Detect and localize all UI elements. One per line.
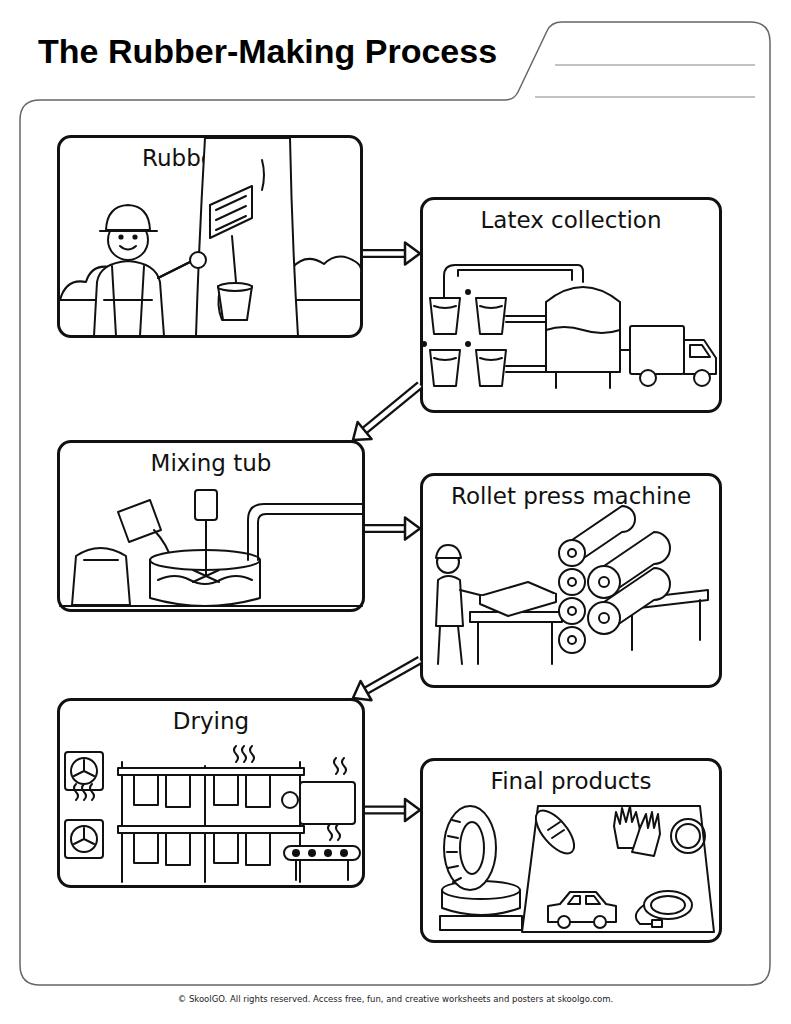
process-step-box: Drying — [57, 698, 365, 888]
name-line — [535, 65, 755, 97]
process-step-box: Rubber tree — [57, 135, 363, 338]
arrow-head — [405, 799, 420, 821]
flow-arrow — [365, 799, 420, 821]
arrow-shaft — [363, 251, 406, 256]
page-title: The Rubber-Making Process — [38, 32, 497, 71]
step-heading: Mixing tub — [60, 443, 362, 478]
flow-arrow — [363, 242, 420, 264]
arrow-shaft — [365, 660, 420, 691]
step-heading: Rollet press machine — [423, 476, 719, 511]
step-heading: Drying — [60, 701, 362, 736]
process-step-box: Rollet press machine — [420, 473, 722, 688]
step-heading: Rubber tree — [60, 138, 360, 173]
arrow-shaft — [363, 249, 406, 258]
arrow-shaft — [365, 808, 406, 813]
process-step-box: Latex collection — [420, 197, 722, 413]
flow-arrow — [365, 518, 420, 540]
arrow-shaft — [365, 526, 406, 531]
footer-note: © SkoolGO. All rights reserved. Access f… — [0, 994, 791, 1004]
process-step-box: Final products — [420, 758, 722, 943]
step-heading: Latex collection — [423, 200, 719, 235]
arrow-shaft — [365, 660, 420, 691]
flow-arrow — [353, 385, 420, 440]
arrow-shaft — [364, 385, 420, 431]
arrow-shaft — [365, 524, 406, 533]
arrow-head — [405, 242, 420, 264]
arrow-shaft — [365, 806, 406, 815]
arrow-shaft — [364, 385, 420, 431]
step-heading: Final products — [423, 761, 719, 796]
outer-frame — [20, 22, 770, 985]
process-step-box: Mixing tub — [57, 440, 365, 612]
outer-frame — [20, 22, 770, 985]
arrow-head — [353, 422, 372, 440]
arrow-head — [405, 518, 420, 540]
arrow-head — [353, 681, 371, 700]
name-line — [535, 96, 755, 97]
name-line — [555, 64, 755, 65]
flow-arrow — [353, 660, 420, 700]
